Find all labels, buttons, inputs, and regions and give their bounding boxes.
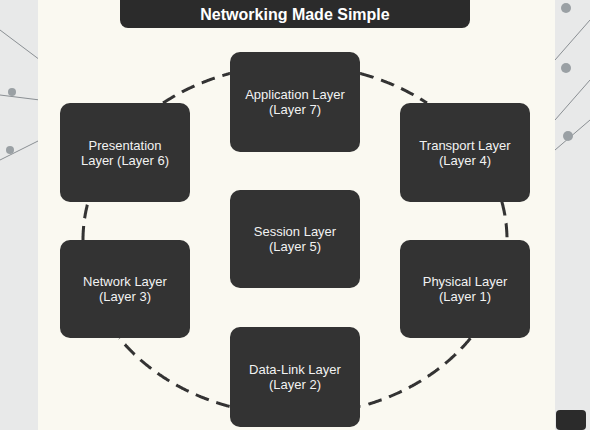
title-box: Networking Made Simple — [120, 0, 470, 28]
layer-box: Presentation Layer (Layer 6) — [60, 103, 190, 202]
layer-label: Application Layer (Layer 7) — [245, 87, 345, 117]
pin — [563, 131, 573, 141]
layer-box: Data-Link Layer (Layer 2) — [230, 327, 360, 427]
string-line — [0, 95, 40, 100]
dashed-ring-segment — [120, 338, 230, 406]
layer-box: Physical Layer (Layer 1) — [400, 240, 530, 338]
pin — [6, 146, 14, 154]
string-line — [0, 30, 40, 60]
dashed-ring-segment — [360, 338, 470, 406]
pin — [8, 88, 16, 96]
corner-shape — [556, 410, 586, 430]
pin — [561, 3, 571, 13]
layer-label: Presentation Layer (Layer 6) — [75, 138, 175, 168]
layer-box: Session Layer (Layer 5) — [230, 190, 360, 288]
layer-box: Network Layer (Layer 3) — [60, 240, 190, 338]
card — [38, 0, 555, 430]
layer-box: Transport Layer (Layer 4) — [400, 103, 530, 202]
layer-label: Transport Layer (Layer 4) — [415, 138, 515, 168]
layer-box: Application Layer (Layer 7) — [230, 52, 360, 152]
string-line — [555, 80, 590, 120]
dashed-ring-segment — [502, 202, 507, 240]
layer-label: Data-Link Layer (Layer 2) — [245, 362, 345, 392]
string-line — [0, 140, 40, 160]
dashed-ring-segment — [360, 74, 427, 104]
string-line — [555, 20, 590, 60]
layer-label: Network Layer (Layer 3) — [75, 274, 175, 304]
layer-label: Session Layer (Layer 5) — [245, 224, 345, 254]
title-text: Networking Made Simple — [200, 6, 389, 28]
dashed-ring-segment — [163, 74, 230, 104]
string-line — [555, 120, 590, 150]
dashed-ring-segment — [83, 202, 88, 240]
pin — [561, 63, 571, 73]
layer-label: Physical Layer (Layer 1) — [415, 274, 515, 304]
